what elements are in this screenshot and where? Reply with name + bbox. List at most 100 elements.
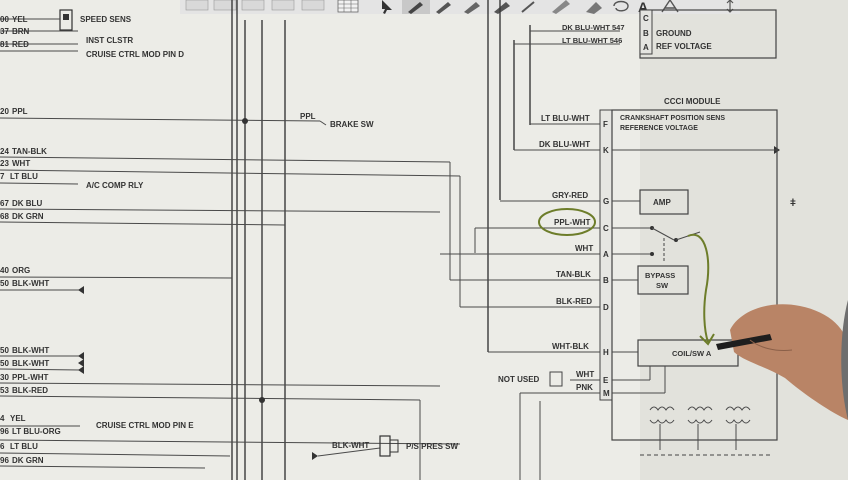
module-mark: ǂ	[790, 198, 796, 209]
coil-label: COIL/SW A	[672, 349, 712, 358]
pin-wire-label: DK BLU-WHT	[539, 140, 590, 149]
ps-switch-label: P/S PRES SW	[406, 442, 458, 451]
presenter-hand	[716, 300, 848, 420]
junction-dot	[259, 397, 265, 403]
wire-label: LT BLU	[10, 442, 38, 451]
pin-letter: K	[603, 146, 609, 155]
marker-icon[interactable]	[494, 2, 510, 14]
pin-letter: G	[603, 197, 609, 206]
not-used-label: NOT USED	[498, 375, 540, 384]
cruise-ctrl-pin-e-label: CRUISE CTRL MOD PIN E	[96, 421, 194, 430]
wire-number: 37	[0, 27, 9, 36]
pin-letter: B	[603, 276, 609, 285]
left-wire-labels: 00 YEL SPEED SENS 37 BRN INST CLSTR 81 R…	[0, 15, 194, 465]
top-wire-label: DK BLU-WHT 547	[562, 23, 625, 32]
highlighter-icon[interactable]	[464, 2, 480, 14]
pointer-icon[interactable]	[382, 0, 392, 14]
pin-wire-label: TAN-BLK	[556, 270, 591, 279]
wire-label: PPL	[12, 107, 28, 116]
ac-comp-rly-label: A/C COMP RLY	[86, 181, 144, 190]
laser-icon[interactable]	[521, 1, 535, 13]
brake-switch-label: BRAKE SW	[330, 120, 374, 129]
bypass-label-1: BYPASS	[645, 271, 675, 280]
ruler-icon[interactable]	[552, 0, 570, 14]
pin-letter: A	[643, 43, 649, 52]
pin-wire-label: GRY-RED	[552, 191, 588, 200]
ref-voltage-label: REF VOLTAGE	[656, 42, 712, 51]
eraser-icon[interactable]	[586, 2, 602, 14]
pin-letter: A	[603, 250, 609, 259]
wire-label: BLK-WHT	[12, 346, 49, 355]
ground-label: GROUND	[656, 29, 692, 38]
amp-box	[639, 189, 689, 215]
wire-label: LT BLU-ORG	[12, 427, 61, 436]
annotation-toolbar: A	[180, 0, 740, 15]
wire-label: YEL	[10, 414, 26, 423]
pin-wire-label: WHT-BLK	[552, 342, 589, 351]
highlight-circle	[538, 208, 596, 236]
text-tool-icon[interactable]: A	[638, 0, 648, 15]
junction-dot	[242, 118, 248, 124]
pin-wire-label: LT BLU-WHT	[541, 114, 590, 123]
marker-pen	[716, 334, 772, 350]
not-used-terminal	[549, 371, 563, 387]
wire-number: 6	[0, 442, 5, 451]
brake-switch: PPL BRAKE SW	[300, 112, 374, 129]
wire-label: LT BLU	[10, 172, 38, 181]
wire-label: WHT	[12, 159, 30, 168]
ps-pressure-switch: BLK-WHT P/S PRES SW	[317, 435, 458, 457]
pen-icon[interactable]	[408, 2, 423, 14]
pin-wire-label: PNK	[576, 383, 593, 392]
pin-letter: D	[603, 303, 609, 312]
vertical-buses	[231, 0, 531, 480]
wire-label: TAN-BLK	[12, 147, 47, 156]
pin-letter: C	[643, 14, 649, 23]
wire-label: DK GRN	[12, 212, 44, 221]
cruise-ctrl-pin-d-label: CRUISE CTRL MOD PIN D	[86, 50, 184, 59]
pin-letter: E	[603, 376, 609, 385]
wire-number: 81	[0, 40, 9, 49]
wire-number: 23	[0, 159, 9, 168]
tool-button-4[interactable]	[271, 0, 295, 11]
bypass-label-2: SW	[656, 281, 669, 290]
wire-number: 96	[0, 427, 9, 436]
module-body	[611, 109, 778, 441]
ccci-module: CCCI MODULE CRANKSHAFT POSITION SENS REF…	[498, 97, 796, 456]
top-wire-label: LT BLU-WHT 546	[562, 36, 622, 45]
wire-label: DK GRN	[12, 456, 44, 465]
top-connector: DK BLU-WHT 547 LT BLU-WHT 546 C B A GROU…	[562, 9, 777, 59]
pin-wire-label: WHT	[576, 370, 594, 379]
amp-label: AMP	[653, 198, 671, 207]
wire-number: 24	[0, 147, 9, 156]
connector-pin	[63, 14, 69, 20]
tool-button-5[interactable]	[301, 0, 325, 11]
crank-label-1: CRANKSHAFT POSITION SENS	[620, 115, 725, 122]
wire-number: 50	[0, 359, 9, 368]
wire-label: BRN	[12, 27, 30, 36]
wire-number: 30	[0, 373, 9, 382]
wire-number: 68	[0, 212, 9, 221]
pin-wire-label: BLK-RED	[556, 297, 592, 306]
pin-wire-label: PPL-WHT	[554, 218, 591, 227]
speed-sens-label: SPEED SENS	[80, 15, 132, 24]
wire-number: 96	[0, 456, 9, 465]
tool-button-3[interactable]	[241, 0, 265, 11]
wire-number: 40	[0, 266, 9, 275]
tool-button-2[interactable]	[213, 0, 237, 11]
table-icon[interactable]	[337, 0, 359, 13]
tool-button-1[interactable]	[185, 0, 209, 11]
pin-letter: M	[603, 389, 610, 398]
ps-wire-label: BLK-WHT	[332, 441, 369, 450]
wire-number: 50	[0, 279, 9, 288]
wire-label: DK BLU	[12, 199, 42, 208]
font-icon[interactable]	[661, 0, 679, 13]
wire-label: BLK-WHT	[12, 279, 49, 288]
wire-number: 7	[0, 172, 5, 181]
wire-label: BLK-RED	[12, 386, 48, 395]
wire-number: 00	[0, 15, 9, 24]
pin-letter: C	[603, 224, 609, 233]
lasso-icon[interactable]	[613, 0, 629, 12]
pen-icon[interactable]	[436, 2, 451, 14]
wire-label: ORG	[12, 266, 30, 275]
